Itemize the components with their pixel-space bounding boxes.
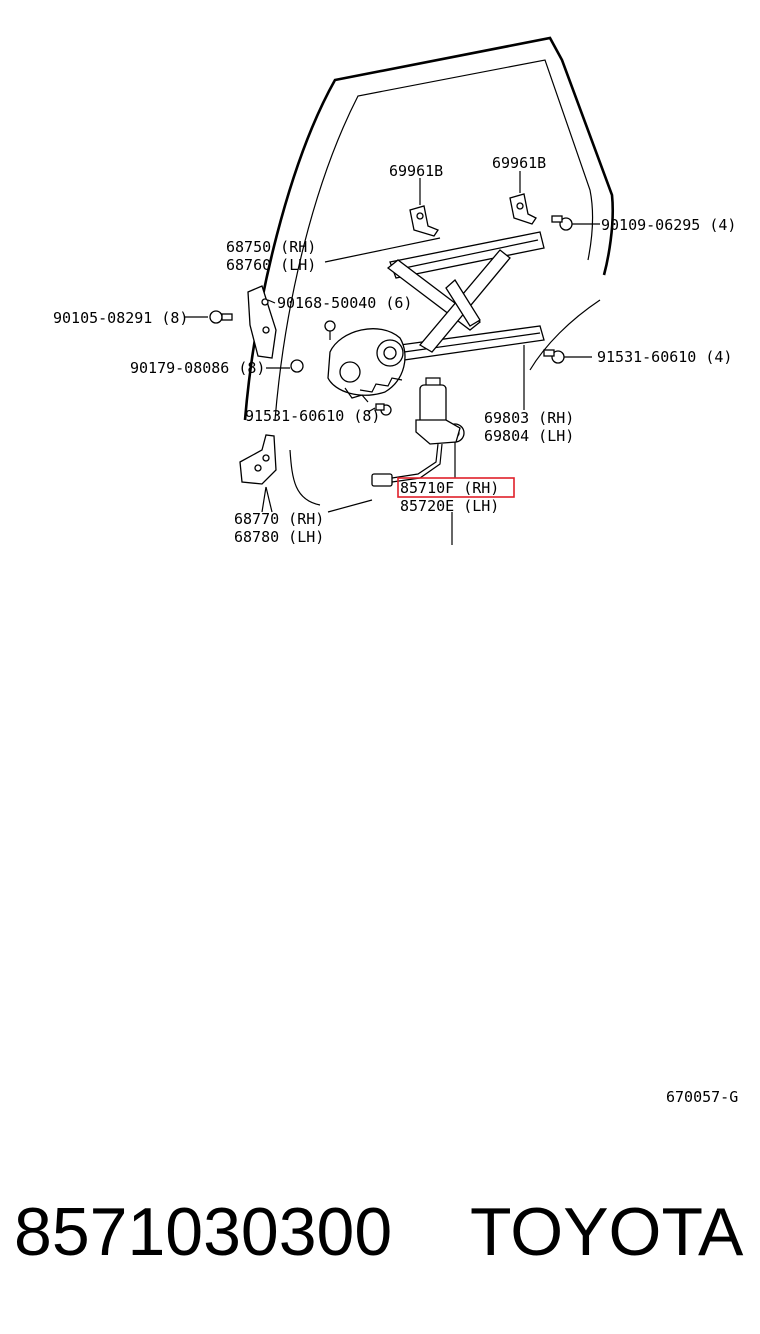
label-bolt-left: 90105-08291 (8) [53, 309, 188, 327]
window-motor [371, 377, 465, 487]
label-motor-lh: 85720E (LH) [400, 497, 499, 515]
label-regulator-rh: 69803 (RH) [484, 409, 574, 427]
label-clip-left: 69961B [389, 162, 443, 180]
window-clip-left [409, 205, 439, 237]
figure-code: 670057-G [666, 1088, 738, 1106]
label-hinge-lh: 68780 (LH) [234, 528, 324, 546]
label-bolt-right: 91531-60610 (4) [597, 348, 732, 366]
footer-part-number: 8571030300 [14, 1194, 392, 1270]
footer-brand: TOYOTA [470, 1194, 744, 1270]
leader-lines [185, 171, 600, 545]
window-clip-right [509, 193, 537, 225]
channel-bracket [247, 285, 277, 359]
label-motor-rh: 85710F (RH) [400, 479, 499, 497]
label-channel-rh: 68750 (RH) [226, 238, 316, 256]
label-screw-center: 90168-50040 (6) [277, 294, 412, 312]
label-bolt-lower: 91531-60610 (8) [245, 407, 380, 425]
label-channel-lh: 68760 (LH) [226, 256, 316, 274]
label-regulator-lh: 69804 (LH) [484, 427, 574, 445]
label-bolt-top-right: 90109-06295 (4) [601, 216, 736, 234]
label-nut-left: 90179-08086 (8) [130, 359, 265, 377]
window-regulator [327, 231, 545, 403]
label-hinge-rh: 68770 (RH) [234, 510, 324, 528]
label-clip-right: 69961B [492, 154, 546, 172]
highlight-box [397, 477, 515, 498]
fasteners [209, 215, 573, 416]
hinge-bracket [239, 434, 277, 485]
